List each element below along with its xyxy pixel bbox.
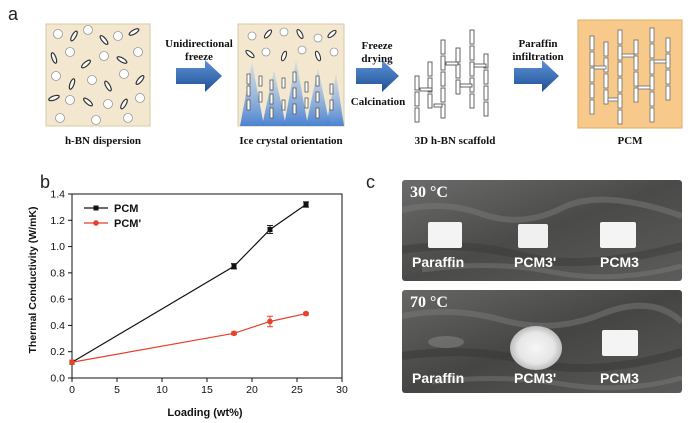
process-arrow-1 <box>176 60 222 92</box>
data-point-pcm-prime <box>267 318 273 325</box>
data-point-pcm <box>267 226 273 232</box>
sample-pcm3-70 <box>602 330 638 356</box>
sample-pcm3prime-70-melted <box>510 326 562 370</box>
data-point-pcm <box>231 263 237 269</box>
x-tick-label: 25 <box>291 384 303 396</box>
y-tick-label: 0.8 <box>50 267 65 279</box>
sample-paraffin-70-residue <box>428 336 464 348</box>
series-line-pcm <box>71 204 307 363</box>
arrow-label-2-top: Freeze drying <box>352 40 402 66</box>
arrow-label-1-line2: freeze <box>185 51 213 63</box>
y-tick-label: 1.4 <box>50 189 65 201</box>
arrow-label-2-line1: Freeze <box>361 40 393 52</box>
sample-paraffin-30 <box>428 222 462 248</box>
scaffold-drawing <box>414 29 489 123</box>
photo-70c-label-pcm3prime: PCM3' <box>514 370 557 386</box>
data-point-pcm-prime <box>303 310 309 317</box>
photo-70c-temperature: 70 °C <box>410 294 448 311</box>
photo-70c: 70 °C Paraffin PCM3' PCM3 <box>402 290 682 393</box>
photo-30c-label-pcm3: PCM3 <box>600 254 639 270</box>
photo-70c-background <box>402 290 682 393</box>
arrow-label-2-bottom: Calcination <box>350 96 406 108</box>
sample-pcm3prime-30 <box>518 224 548 248</box>
panel-a-letter: a <box>8 4 19 24</box>
chart-plot-frame <box>71 193 343 379</box>
x-tick-label: 5 <box>114 384 120 396</box>
ice-crystal-box <box>237 23 345 127</box>
chart-x-axis-label: Loading (wt%) <box>167 407 242 419</box>
arrow-label-3-line2: infiltration <box>512 51 564 63</box>
photo-30c-label-paraffin: Paraffin <box>412 254 465 270</box>
panel-c-letter: c <box>366 172 375 192</box>
photo-30c-temperature: 30 °C <box>410 184 448 201</box>
y-tick-label: 0.0 <box>50 373 65 385</box>
legend-label: PCM <box>114 203 138 215</box>
series-line-pcm-prime <box>71 313 307 363</box>
y-tick-label: 1.2 <box>50 215 65 227</box>
legend-marker <box>93 205 99 211</box>
process-arrow-3 <box>514 60 559 92</box>
process-arrow-2 <box>356 60 399 92</box>
panel-a-schematic <box>45 19 683 129</box>
arrow-label-3: Paraffin infiltration <box>506 38 570 64</box>
legend-label: PCM' <box>114 218 141 230</box>
x-tick-label: 0 <box>69 384 75 396</box>
x-tick-label: 10 <box>156 384 168 396</box>
y-tick-label: 0.2 <box>50 346 65 358</box>
photo-30c-label-pcm3prime: PCM3' <box>514 254 557 270</box>
legend-marker <box>93 220 99 226</box>
stage-label-scaffold: 3D h-BN scaffold <box>414 135 496 147</box>
x-tick-label: 20 <box>246 384 258 396</box>
data-point-pcm-prime <box>231 330 237 337</box>
arrow-label-2-line2: drying <box>361 53 393 65</box>
hbn-dispersion-box <box>45 23 151 127</box>
stage-label-dispersion: h-BN dispersion <box>64 135 142 147</box>
y-tick-label: 1.0 <box>50 241 65 253</box>
chart-y-axis-label: Thermal Conductivity (W/mK) <box>27 206 39 353</box>
arrow-label-1: Unidirectional freeze <box>160 38 238 64</box>
photo-70c-label-pcm3: PCM3 <box>600 370 639 386</box>
photo-70c-label-paraffin: Paraffin <box>412 370 465 386</box>
y-tick-label: 0.4 <box>50 320 65 332</box>
thermal-conductivity-chart: 0 5 10 15 20 25 30 0.0 0.2 0.4 0.6 0.8 1.0 1.2 1.4 PCM… <box>27 189 348 420</box>
x-tick-label: 15 <box>201 384 213 396</box>
photo-30c: 30 °C Paraffin PCM3' PCM3 <box>402 180 682 281</box>
x-tick-label: 30 <box>336 384 348 396</box>
stage-label-pcm: PCM <box>617 135 643 147</box>
pcm-box <box>577 19 683 129</box>
arrow-label-1-line1: Unidirectional <box>165 38 233 50</box>
data-point-pcm <box>303 202 309 208</box>
sample-pcm3-30 <box>600 222 636 248</box>
arrow-label-3-line1: Paraffin <box>518 38 558 50</box>
data-point-pcm-prime <box>69 359 75 366</box>
y-tick-label: 0.6 <box>50 294 65 306</box>
panel-b-letter: b <box>40 172 51 192</box>
photo-30c-background <box>402 180 682 281</box>
stage-label-ice: Ice crystal orientation <box>239 135 343 147</box>
